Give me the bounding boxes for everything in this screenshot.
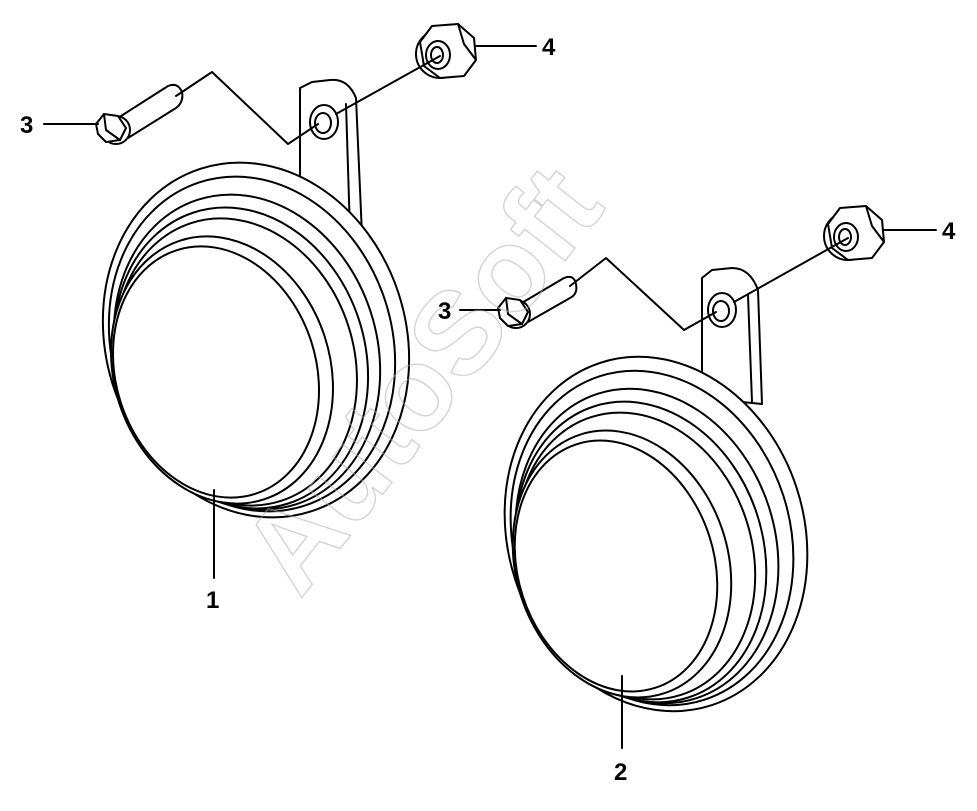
- horn-1: [101, 78, 411, 519]
- assembly-line-nut-right: [733, 237, 849, 303]
- assembly-line-bolt-left: [175, 71, 319, 145]
- callout-2: 2: [614, 759, 627, 786]
- callout-3-right: 3: [438, 298, 451, 325]
- assembly-line-bolt-right: [569, 257, 717, 331]
- nut-4-right: [823, 205, 885, 261]
- leader-lines: [43, 45, 937, 749]
- assembly-line-nut-left: [335, 55, 441, 115]
- horn-2-front-face: [511, 429, 733, 699]
- bolt-right-shank: [519, 275, 578, 323]
- callout-4-right: 4: [942, 218, 956, 245]
- horn-1-front-face: [110, 235, 334, 505]
- bolt-left-head: [95, 113, 127, 143]
- horn-2: [503, 267, 809, 713]
- callout-4-left: 4: [542, 34, 556, 61]
- bolt-3-right: [497, 275, 578, 329]
- bolt-3-left: [95, 83, 184, 145]
- callout-3-left: 3: [20, 112, 33, 139]
- nut-4-left: [415, 23, 477, 79]
- assembly-lines: [175, 55, 849, 331]
- callout-1: 1: [206, 587, 219, 614]
- bolt-right-head: [497, 297, 529, 327]
